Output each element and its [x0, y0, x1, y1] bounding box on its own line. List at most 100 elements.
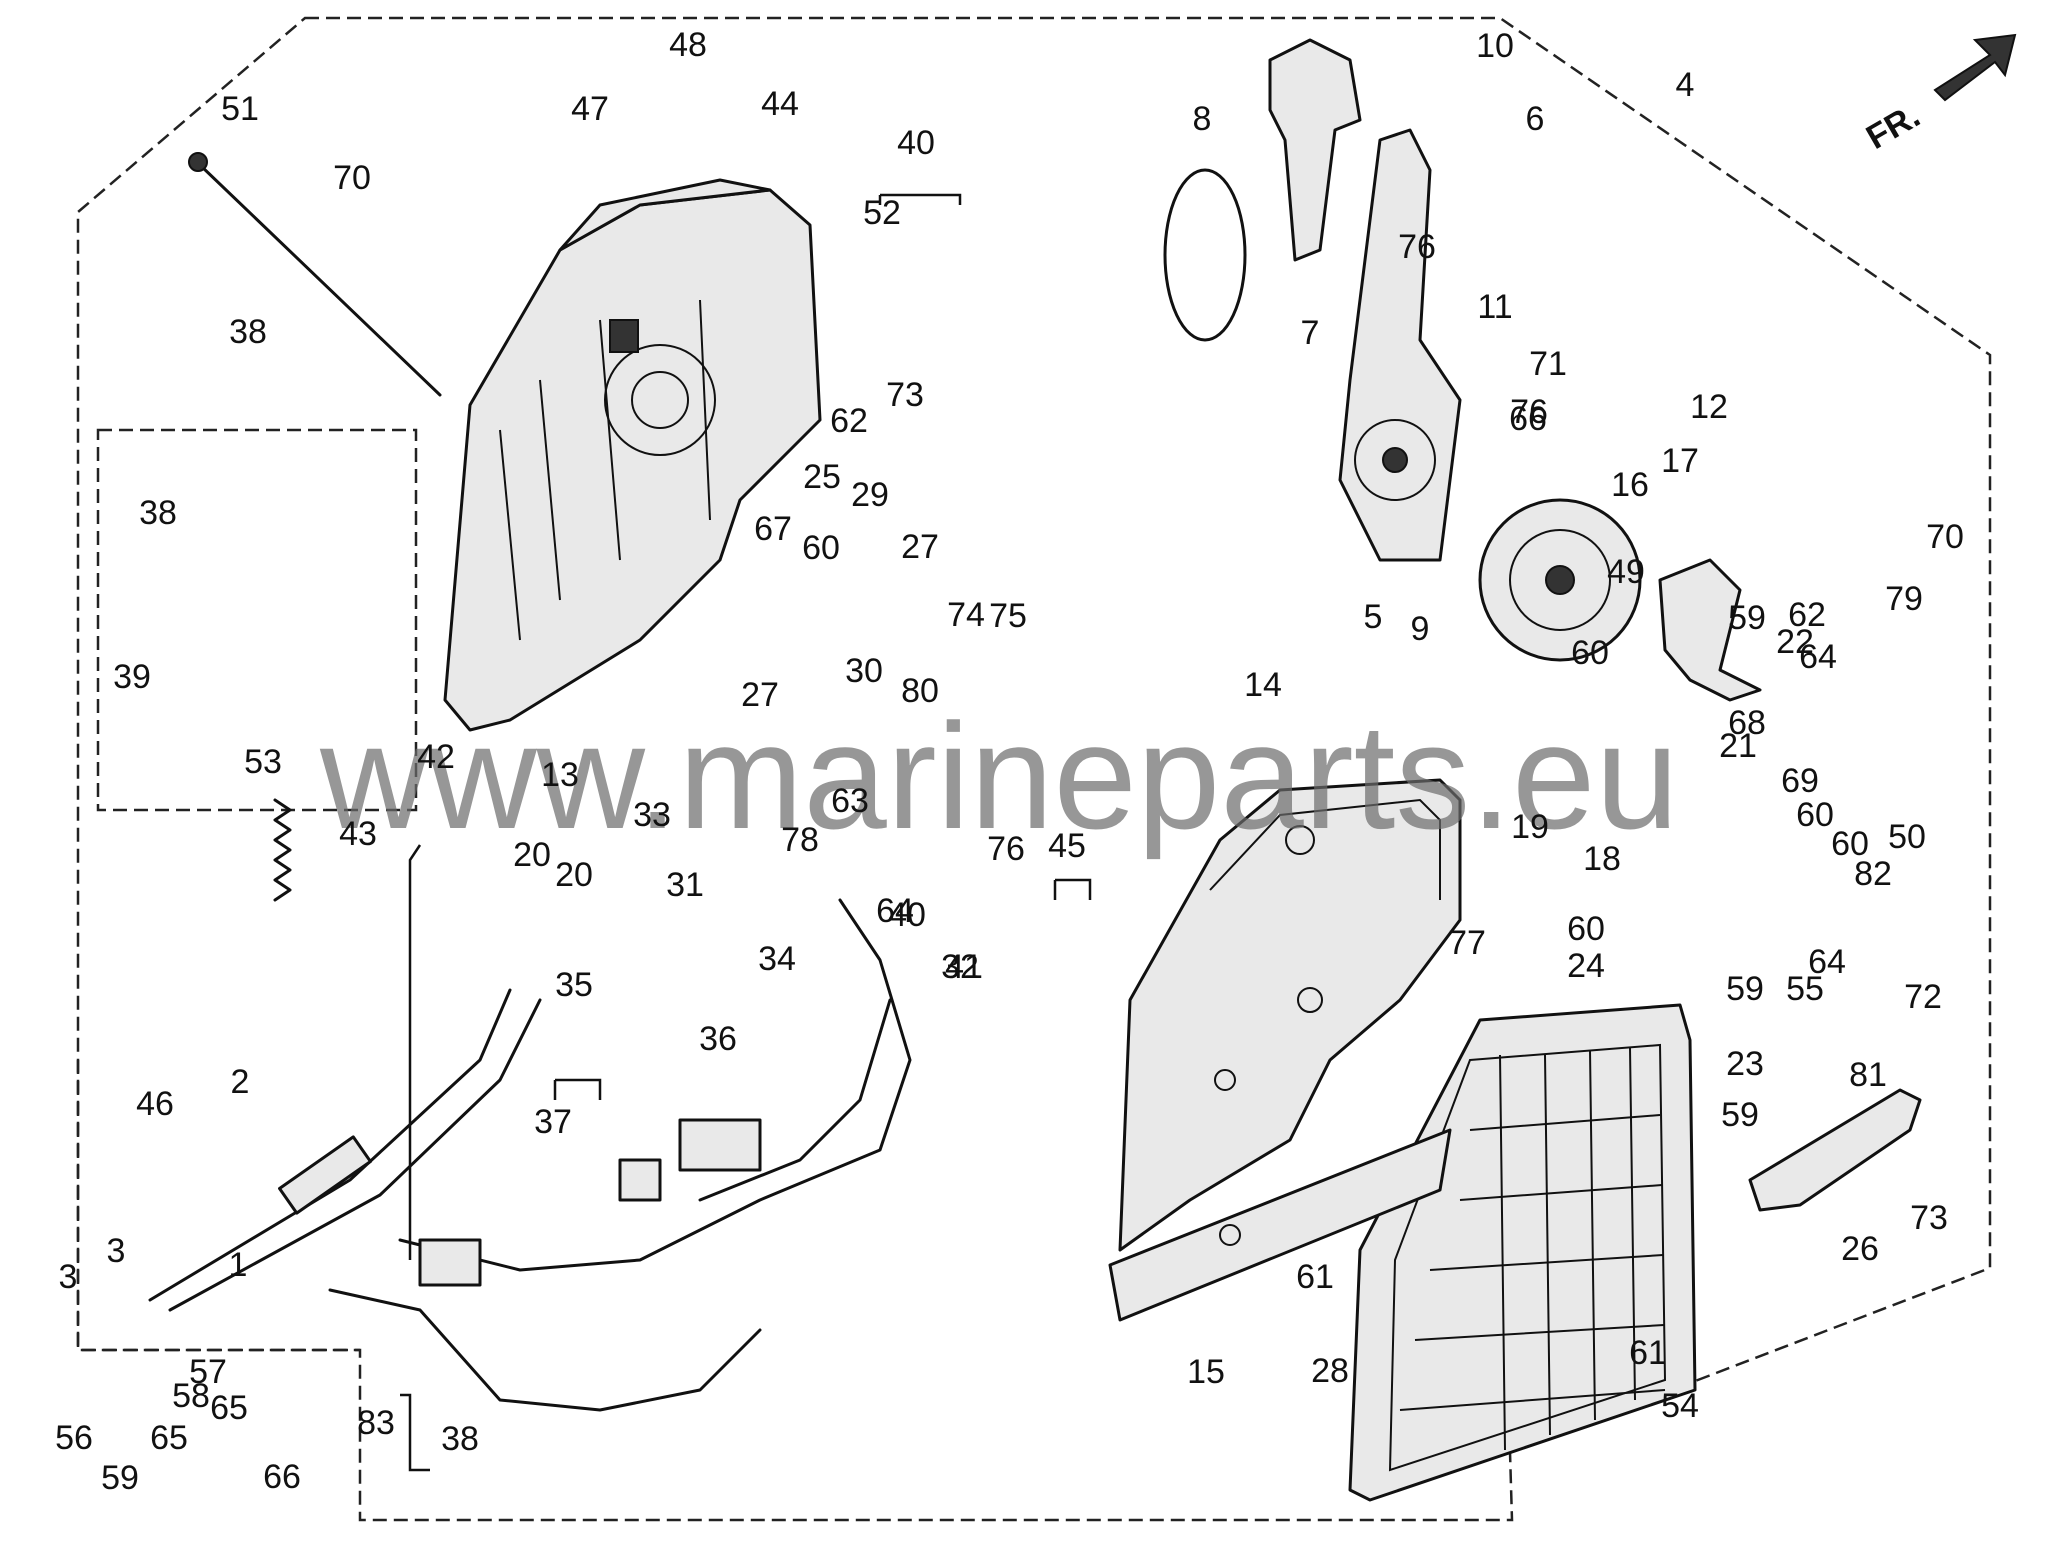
callout-34: 34: [758, 940, 796, 978]
side-plate-14: [1108, 778, 1462, 1322]
callout-21: 21: [1719, 727, 1757, 765]
grille-cover-30: [1348, 1003, 1697, 1502]
bolt-54: [198, 163, 442, 397]
group-box-lower-left: [76, 1060, 360, 1352]
callout-79: 79: [1885, 580, 1923, 618]
leader-lines: [400, 193, 1092, 1472]
callout-labels: 1233456789101112131415161718192020212223…: [55, 26, 1964, 1497]
callout-72: 72: [1904, 978, 1942, 1016]
callout-10: 10: [1476, 27, 1514, 65]
callout-16: 16: [1611, 466, 1649, 504]
callout-6: 6: [1526, 100, 1545, 138]
callout-64: 64: [876, 892, 914, 930]
callout-40: 40: [897, 124, 935, 162]
callout-51: 51: [221, 90, 259, 128]
callout-38: 38: [441, 1420, 479, 1458]
callout-35: 35: [555, 966, 593, 1004]
callout-80: 80: [901, 672, 939, 710]
callout-68: 68: [1728, 704, 1766, 742]
callout-19: 19: [1511, 808, 1549, 846]
lever-grip-7: [1268, 38, 1362, 262]
wiring-harness-85: [328, 898, 912, 1412]
callout-30: 30: [845, 652, 883, 690]
callout-38: 38: [139, 494, 177, 532]
callout-73: 73: [1910, 1199, 1948, 1237]
front-direction-marker: FR.: [1860, 33, 2017, 157]
callout-59: 59: [1721, 1096, 1759, 1134]
assembly-boundary-outline: [76, 16, 1992, 1522]
callout-58: 58: [172, 1377, 210, 1415]
bolt-head-54: [188, 152, 208, 172]
callout-52: 52: [863, 194, 901, 232]
callout-60: 60: [1831, 825, 1869, 863]
callout-76: 76: [987, 830, 1025, 868]
callout-76: 76: [1398, 228, 1436, 266]
callout-15: 15: [1187, 1353, 1225, 1391]
callout-70: 70: [333, 159, 371, 197]
callout-28: 28: [1311, 1352, 1349, 1390]
callout-63: 63: [831, 782, 869, 820]
callout-40: 40: [888, 896, 926, 934]
callout-61: 61: [1296, 1258, 1334, 1296]
bracket-17: [1658, 558, 1762, 702]
callout-33: 33: [633, 796, 671, 834]
callout-47: 47: [571, 90, 609, 128]
callout-18: 18: [1583, 840, 1621, 878]
callout-25: 25: [803, 458, 841, 496]
callout-82: 82: [1854, 855, 1892, 893]
callout-62: 62: [1788, 596, 1826, 634]
callout-22: 22: [1776, 623, 1814, 661]
control-cables: [148, 988, 542, 1312]
callout-59: 59: [1726, 970, 1764, 1008]
control-housing-50: [443, 178, 822, 732]
gear-plate-16: [1478, 498, 1642, 662]
callout-60: 60: [1571, 634, 1609, 672]
callout-65: 65: [210, 1389, 248, 1427]
callout-61: 61: [1629, 1334, 1667, 1372]
callout-8: 8: [1193, 100, 1212, 138]
callout-49: 49: [1607, 553, 1645, 591]
callout-66: 66: [263, 1458, 301, 1496]
group-box-39: [96, 428, 418, 812]
callout-57: 57: [189, 1353, 227, 1391]
callout-1: 1: [229, 1246, 248, 1284]
callout-24: 24: [1567, 947, 1605, 985]
callout-74: 74: [947, 596, 985, 634]
callout-55: 55: [1786, 970, 1824, 1008]
callout-3: 3: [107, 1232, 126, 1270]
callout-13: 13: [541, 756, 579, 794]
callout-73: 73: [886, 376, 924, 414]
callout-66: 66: [1509, 400, 1547, 438]
callout-77: 77: [1448, 924, 1486, 962]
callout-26: 26: [1841, 1230, 1879, 1268]
callout-60: 60: [802, 529, 840, 567]
callout-78: 78: [781, 821, 819, 859]
callout-20: 20: [513, 836, 551, 874]
callout-65: 65: [150, 1419, 188, 1457]
callout-2: 2: [231, 1063, 250, 1101]
throttle-lever-5: [1338, 128, 1462, 562]
callout-37: 37: [534, 1103, 572, 1141]
callout-41: 41: [945, 948, 983, 986]
callout-12: 12: [1690, 388, 1728, 426]
spring-44: [273, 798, 292, 902]
friction-ring-8: [1163, 168, 1247, 342]
callout-23: 23: [1726, 1045, 1764, 1083]
callout-60: 60: [1796, 796, 1834, 834]
callout-39: 39: [113, 658, 151, 696]
callout-67: 67: [754, 510, 792, 548]
callout-29: 29: [851, 476, 889, 514]
callout-71: 71: [1529, 345, 1567, 383]
callout-75: 75: [989, 597, 1027, 635]
callout-27: 27: [901, 528, 939, 566]
callout-70: 70: [1926, 518, 1964, 556]
callout-14: 14: [1244, 666, 1282, 704]
callout-64: 64: [1799, 638, 1837, 676]
callout-50: 50: [1888, 818, 1926, 856]
callout-64: 64: [1808, 943, 1846, 981]
callout-27: 27: [741, 676, 779, 714]
callout-53: 53: [244, 743, 282, 781]
callout-54: 54: [1661, 1387, 1699, 1425]
callout-60: 60: [1567, 910, 1605, 948]
